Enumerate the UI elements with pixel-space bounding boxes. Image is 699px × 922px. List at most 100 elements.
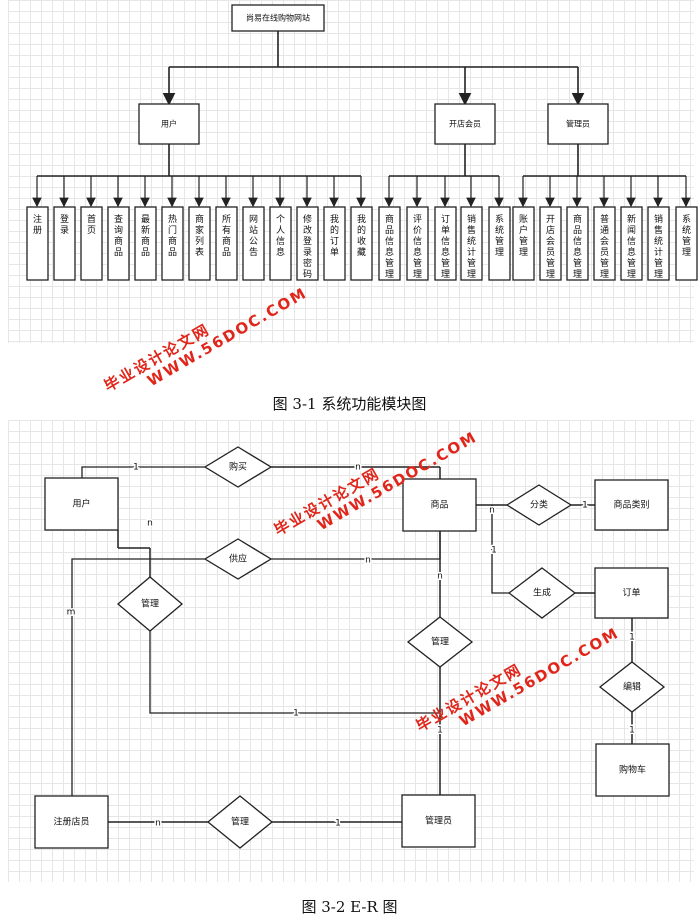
module-node: [406, 206, 429, 281]
module-node: [242, 206, 265, 281]
module-node: [566, 206, 589, 281]
group-node-label-0: 用户: [161, 119, 177, 129]
module-node: [80, 206, 103, 281]
er-cardinality-8: 1: [437, 726, 443, 736]
er-diagram-canvas: [8, 420, 694, 882]
er-cardinality-5: n: [365, 556, 371, 566]
er-line: [491, 505, 510, 594]
er-relationship-label-7: 管理: [231, 816, 249, 828]
er-entity-label-6: 管理员: [425, 815, 452, 827]
module-node: [323, 206, 346, 281]
er-relationship-7: [206, 795, 274, 849]
group-node-0: [138, 103, 200, 145]
module-node-label: 我的收藏: [357, 214, 366, 258]
module-node-label: 销售统计管理: [654, 213, 663, 280]
module-node: [539, 206, 562, 281]
er-cardinality-2: n: [489, 506, 495, 516]
module-node-label: 登录: [60, 214, 69, 236]
module-node-label: 个人信息: [276, 214, 285, 258]
er-cardinality-13: n: [155, 819, 161, 829]
er-relationship-label-0: 购买: [229, 461, 247, 473]
module-node-label: 最新商品: [141, 214, 150, 258]
module-node: [269, 206, 292, 281]
module-node-label: 普通会员管理: [600, 213, 609, 280]
module-node-label: 商品信息管理: [385, 213, 394, 280]
module-node-label: 账户管理: [519, 214, 528, 258]
module-node: [378, 206, 401, 281]
group-node-2: [547, 103, 609, 145]
module-node: [675, 206, 698, 281]
module-node: [215, 206, 238, 281]
er-relationship-label-3: 管理: [141, 598, 159, 610]
er-cardinality-4: n: [147, 519, 153, 529]
module-node: [26, 206, 49, 281]
er-entity-0: [44, 477, 119, 531]
module-node-label: 首页: [87, 213, 96, 236]
er-entity-label-5: 注册店员: [53, 816, 89, 828]
er-cardinality-1: n: [355, 463, 361, 473]
module-node: [434, 206, 457, 281]
er-cardinality-6: m: [67, 608, 76, 618]
er-cardinality-12: 1: [491, 546, 497, 556]
module-node: [512, 206, 535, 281]
module-node: [593, 206, 616, 281]
er-relationship-1: [505, 484, 573, 526]
module-node: [107, 206, 130, 281]
er-relationship-label-5: 管理: [431, 636, 449, 648]
er-relationship-label-2: 供应: [229, 553, 247, 565]
figure-3-1-caption: 图 3-1 系统功能模块图: [272, 395, 427, 413]
er-relationship-label-4: 生成: [533, 587, 551, 599]
er-cardinality-9: 1: [293, 709, 299, 719]
module-node-label: 销售统计管理: [467, 213, 476, 280]
er-entity-1: [402, 478, 477, 532]
er-line: [71, 558, 205, 796]
er-relationship-3: [116, 576, 184, 632]
module-node-label: 新闻信息管理: [627, 213, 636, 280]
module-node: [188, 206, 211, 281]
module-node: [53, 206, 76, 281]
er-cardinality-11: 1: [629, 726, 635, 736]
module-node-label: 商家列表: [195, 213, 204, 258]
module-node: [460, 206, 483, 281]
module-node-label: 修改登录密码: [303, 213, 312, 280]
module-node-label: 系统管理: [682, 214, 691, 258]
er-line: [149, 630, 440, 714]
er-cardinality-7: n: [437, 572, 443, 582]
module-node: [350, 206, 373, 281]
er-cardinality-10: 1: [629, 633, 635, 643]
module-node-label: 开店会员管理: [546, 214, 555, 280]
module-diagram-canvas: [8, 0, 694, 343]
er-relationship-label-1: 分类: [530, 499, 548, 511]
module-node-label: 订单信息管理: [441, 214, 450, 280]
module-node-label: 我的订单: [330, 214, 339, 258]
er-relationship-6: [598, 661, 666, 713]
er-cardinality-14: 1: [335, 819, 341, 829]
module-node: [134, 206, 157, 281]
module-node-label: 查询商品: [114, 213, 123, 258]
er-relationship-0: [203, 446, 273, 488]
module-node: [620, 206, 643, 281]
module-node: [488, 206, 511, 281]
module-node-label: 热门商品: [168, 213, 177, 258]
module-node-label: 注册: [33, 213, 42, 236]
er-cardinality-0: 1: [133, 463, 139, 473]
module-node: [161, 206, 184, 281]
er-entity-label-0: 用户: [72, 498, 90, 510]
module-node: [647, 206, 670, 281]
figure-3-2-caption: 图 3-2 E-R 图: [301, 898, 398, 916]
er-relationship-5: [406, 616, 474, 668]
module-node-label: 系统管理: [495, 214, 504, 258]
er-line: [81, 466, 205, 478]
module-node-label: 网站公告: [249, 214, 258, 258]
er-entity-5: [34, 795, 109, 849]
er-cardinality-3: 1: [582, 501, 588, 511]
er-entity-3: [594, 567, 669, 619]
er-relationship-4: [507, 567, 577, 619]
er-entity-label-2: 商品类别: [613, 499, 649, 511]
er-relationship-2: [203, 538, 273, 580]
module-node-label: 商品信息管理: [573, 213, 582, 280]
group-node-1: [434, 103, 496, 145]
er-entity-4: [595, 743, 670, 797]
er-relationship-label-6: 编辑: [623, 681, 641, 693]
